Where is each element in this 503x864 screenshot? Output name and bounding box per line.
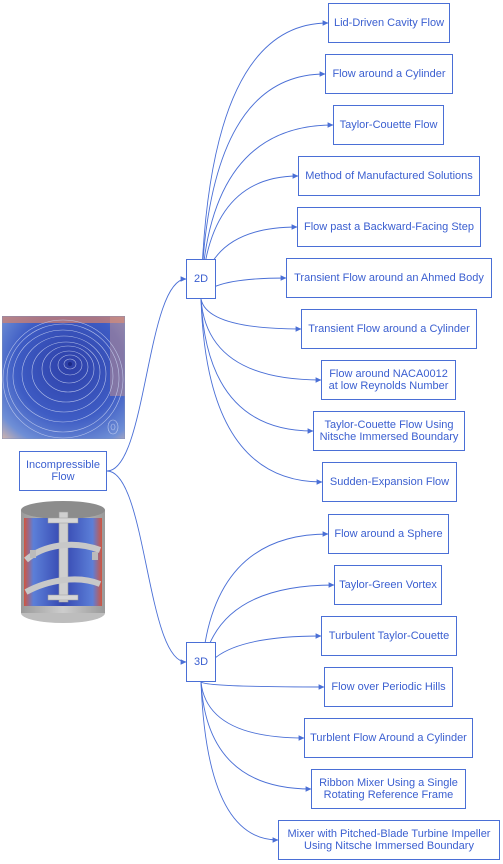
edge-3d-to-ribbon-mixer-using-a-single-rotating-reference-frame [200, 681, 312, 792]
mixer-thumbnail [21, 501, 105, 623]
edge-2d-to-lid-driven-cavity-flow [200, 20, 329, 300]
case-node-transient-flow-around-a-cylinder[interactable]: Transient Flow around a Cylinder [301, 309, 477, 349]
case-node-taylor-couette-flow-using-nitsche-immersed-boundary[interactable]: Taylor-Couette Flow Using Nitsche Immers… [313, 411, 465, 451]
edge-root-to-3d [106, 470, 187, 665]
case-node-sudden-expansion-flow[interactable]: Sudden-Expansion Flow [322, 462, 457, 502]
edge-3d-to-flow-over-periodic-hills [200, 681, 325, 690]
case-node-transient-flow-around-an-ahmed-body[interactable]: Transient Flow around an Ahmed Body [286, 258, 492, 298]
case-node-taylor-couette-flow[interactable]: Taylor-Couette Flow [333, 105, 444, 145]
edge-3d-to-turbulent-taylor-couette [200, 633, 322, 683]
case-node-flow-around-a-cylinder[interactable]: Flow around a Cylinder [325, 54, 453, 94]
case-node-turbulent-taylor-couette[interactable]: Turbulent Taylor-Couette [321, 616, 457, 656]
case-node-flow-over-periodic-hills[interactable]: Flow over Periodic Hills [324, 667, 453, 707]
edge-root-to-2d [106, 276, 187, 472]
edge-2d-to-taylor-couette-flow-using-nitsche-immersed-boundary [200, 298, 314, 434]
case-node-flow-around-a-sphere[interactable]: Flow around a Sphere [328, 514, 449, 554]
edge-2d-to-flow-around-a-cylinder [200, 71, 326, 300]
edge-3d-to-flow-around-a-sphere [200, 531, 329, 683]
edge-3d-to-mixer-with-pitched-blade-turbine-impeller-using-nitsche-immersed-boundary [200, 681, 279, 843]
edge-3d-to-turblent-flow-around-a-cylinder [200, 681, 305, 741]
root-node-incompressible-flow[interactable]: Incompressible Flow [19, 451, 107, 491]
edge-3d-to-taylor-green-vortex [200, 582, 335, 683]
branch-node-2d[interactable]: 2D [186, 259, 216, 299]
case-node-lid-driven-cavity-flow[interactable]: Lid-Driven Cavity Flow [328, 3, 450, 43]
case-node-flow-past-a-backward-facing-step[interactable]: Flow past a Backward-Facing Step [297, 207, 481, 247]
branch-node-3d[interactable]: 3D [186, 642, 216, 682]
edge-2d-to-sudden-expansion-flow [200, 298, 323, 485]
edge-2d-to-transient-flow-around-a-cylinder [200, 298, 302, 332]
case-node-method-of-manufactured-solutions[interactable]: Method of Manufactured Solutions [298, 156, 480, 196]
edge-2d-to-taylor-couette-flow [200, 122, 334, 300]
cavity-flow-thumbnail [2, 316, 125, 439]
case-node-mixer-with-pitched-blade-turbine-impeller-using-nitsche-immersed-boundary[interactable]: Mixer with Pitched-Blade Turbine Impelle… [278, 820, 500, 860]
case-node-ribbon-mixer-using-a-single-rotating-reference-frame[interactable]: Ribbon Mixer Using a Single Rotating Ref… [311, 769, 466, 809]
case-node-flow-around-naca0012-at-low-reynolds-number[interactable]: Flow around NACA0012 at low Reynolds Num… [321, 360, 456, 400]
case-node-turblent-flow-around-a-cylinder[interactable]: Turblent Flow Around a Cylinder [304, 718, 473, 758]
edge-2d-to-flow-around-naca0012-at-low-reynolds-number [200, 298, 322, 383]
case-node-taylor-green-vortex[interactable]: Taylor-Green Vortex [334, 565, 442, 605]
